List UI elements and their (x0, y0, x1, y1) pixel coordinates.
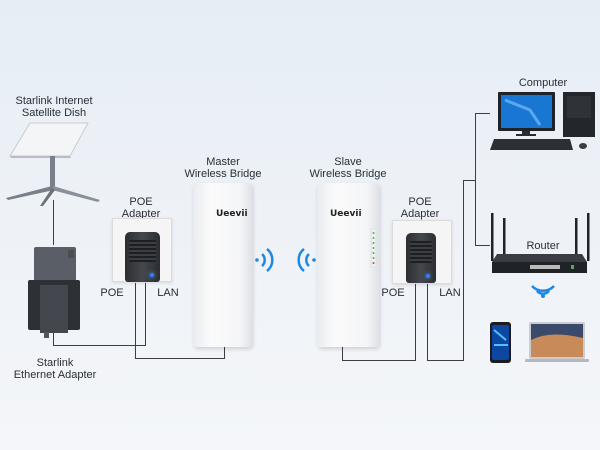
computer-icon (490, 92, 595, 150)
poe-port-left-label: POE (100, 287, 124, 299)
poe-right-label: POE Adapter (401, 196, 440, 220)
poe-right-label-line2: Adapter (400, 208, 440, 220)
poe-left-label: POE Adapter (122, 196, 161, 220)
ethernet-adapter-label: Starlink Ethernet Adapter (14, 357, 97, 381)
lan-port-left-label: LAN (157, 287, 179, 299)
dish-label-line1: Starlink Internet (15, 95, 93, 107)
brand-logo: Ueevii (216, 209, 248, 219)
lan-port-right-label: LAN (439, 287, 461, 299)
dish-label-line2: Satellite Dish (21, 107, 87, 119)
master-bridge-label-line1: Master (206, 156, 240, 168)
wifi-broadcast-icon (531, 285, 555, 298)
poe-left-label-line1: POE (129, 196, 153, 208)
poe-port-right-label: POE (381, 287, 405, 299)
slave-bridge-label-line2: Wireless Bridge (309, 168, 387, 180)
computer-label: Computer (518, 77, 568, 89)
status-led (150, 273, 154, 277)
wifi-signal-left-icon (297, 248, 316, 272)
slave-bridge-label: Slave Wireless Bridge (309, 156, 386, 180)
dish-label: Starlink Internet Satellite Dish (15, 95, 92, 119)
led-indicators (370, 228, 377, 268)
master-wireless-bridge: Ueevii (193, 183, 252, 347)
ethernet-adapter-label-line2: Ethernet Adapter (13, 369, 97, 381)
master-bridge-label-line2: Wireless Bridge (184, 168, 262, 180)
poe-left-label-line2: Adapter (121, 208, 161, 220)
master-bridge-label: Master Wireless Bridge (184, 156, 261, 180)
router-icon (491, 213, 590, 273)
wifi-signal-right-icon (255, 248, 274, 272)
slave-bridge-label-line1: Slave (334, 156, 362, 168)
poe-adapter-right (406, 233, 436, 283)
brand-logo: Ueevii (330, 209, 362, 219)
poe-adapter-left (125, 232, 160, 282)
satellite-dish-icon (6, 122, 100, 206)
status-led (426, 274, 430, 278)
poe-right-label-line1: POE (408, 196, 432, 208)
starlink-ethernet-adapter-icon (28, 247, 80, 338)
smartphone-icon (490, 322, 511, 363)
laptop-icon (525, 322, 589, 362)
slave-wireless-bridge: Ueevii (317, 183, 379, 347)
ethernet-adapter-label-line1: Starlink (36, 357, 74, 369)
router-label: Router (526, 240, 560, 252)
